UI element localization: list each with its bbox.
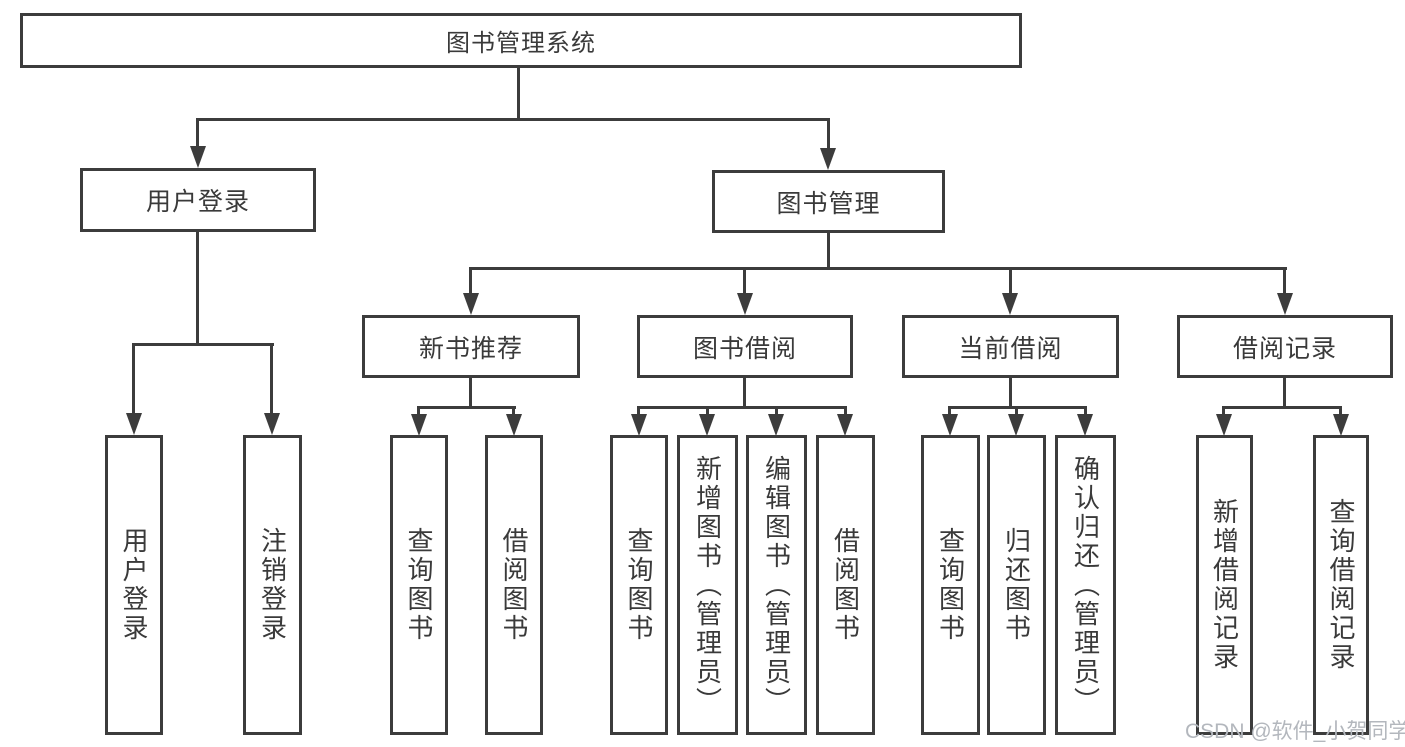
arrow-to-group-2-icon [1002,293,1018,315]
leaf-current-query: 查询图书 [921,435,980,735]
connector-group-3-stem [1283,376,1286,409]
connector-drop-g3-leaf-0 [1222,406,1225,416]
leaf-newbooks-query: 查询图书 [390,435,448,735]
connector-drop-login [196,118,199,148]
node-book-borrow: 图书借阅 [637,315,853,378]
node-user-login-label: 用户登录 [145,188,250,216]
leaf-current-confirm-admin-label: 确认归还（管理员） [1070,454,1101,716]
leaf-borrow-borrow: 借阅图书 [816,435,875,735]
connector-root-stem [517,66,520,120]
node-new-books-label: 新书推荐 [418,334,523,363]
leaf-current-confirm-admin: 确认归还（管理员） [1055,435,1116,735]
connector-drop-g1-leaf-2 [775,406,778,416]
arrow-to-g2-leaf-2-icon [1077,414,1093,436]
arrow-to-group-0-icon [463,293,479,315]
connector-root-bar [196,118,830,121]
connector-group-3-bar [1222,406,1342,409]
connector-group-1-bar [637,406,847,409]
node-current-borrow: 当前借阅 [902,315,1119,378]
connector-drop-g1-leaf-0 [637,406,640,416]
arrow-to-g2-leaf-0-icon [942,414,958,436]
connector-group-2-stem [1009,376,1012,409]
connector-group-0-bar [417,406,516,409]
arrow-to-g0-leaf-1-icon [506,414,522,436]
leaf-user-login: 用户登录 [105,435,163,735]
node-user-login: 用户登录 [80,168,316,232]
csdn-watermark: CSDN @软件_小贺同学 [1185,720,1405,743]
connector-drop-g2-leaf-2 [1084,406,1087,416]
connector-mgmt-bar [469,267,1287,270]
leaf-records-query: 查询借阅记录 [1313,435,1369,735]
leaf-newbooks-query-label: 查询图书 [404,527,434,643]
connector-drop-group-3 [1283,267,1286,293]
node-book-mgmt: 图书管理 [712,170,945,233]
node-root-label: 图书管理系统 [446,30,596,57]
arrow-to-login-icon [190,146,206,168]
arrow-to-g1-leaf-1-icon [699,414,715,436]
leaf-user-login-label: 用户登录 [119,527,149,643]
leaf-records-add-label: 新增借阅记录 [1209,498,1240,672]
connector-drop-group-1 [743,267,746,293]
connector-group-1-stem [743,376,746,409]
arrow-to-g1-leaf-3-icon [837,414,853,436]
leaf-borrow-query: 查询图书 [610,435,668,735]
arrow-to-login-child-1-icon [264,413,280,435]
arrow-to-login-child-0-icon [126,413,142,435]
leaf-current-return: 归还图书 [987,435,1046,735]
connector-drop-mgmt [827,118,830,150]
connector-drop-group-2 [1009,267,1012,293]
connector-drop-login-child-0 [132,343,135,415]
leaf-borrow-borrow-label: 借阅图书 [830,527,861,643]
node-root: 图书管理系统 [20,13,1022,68]
leaf-newbooks-borrow-label: 借阅图书 [499,527,529,643]
leaf-borrow-add-admin-label: 新增图书（管理员） [692,454,723,716]
leaf-current-query-label: 查询图书 [935,527,966,643]
arrow-to-group-1-icon [737,293,753,315]
connector-login-bar [132,343,274,346]
arrow-to-g1-leaf-2-icon [768,414,784,436]
connector-login-stem [196,230,199,346]
leaf-current-return-label: 归还图书 [1001,527,1032,643]
node-borrow-records: 借阅记录 [1177,315,1393,378]
connector-drop-g1-leaf-1 [706,406,709,416]
leaf-borrow-edit-admin-label: 编辑图书（管理员） [761,454,792,716]
connector-drop-g2-leaf-1 [1015,406,1018,416]
connector-group-0-stem [469,376,472,409]
connector-mgmt-stem [827,230,830,270]
connector-drop-g3-leaf-1 [1339,406,1342,416]
leaf-logout-label: 注销登录 [257,527,288,643]
node-book-borrow-label: 图书借阅 [692,334,797,363]
leaf-records-add: 新增借阅记录 [1196,435,1253,735]
leaf-newbooks-borrow: 借阅图书 [485,435,543,735]
arrow-to-group-3-icon [1277,293,1293,315]
connector-drop-g0-leaf-0 [417,406,420,416]
leaf-borrow-query-label: 查询图书 [624,527,654,643]
arrow-to-g0-leaf-0-icon [411,414,427,436]
connector-drop-group-0 [469,267,472,293]
leaf-records-query-label: 查询借阅记录 [1326,498,1356,672]
leaf-borrow-edit-admin: 编辑图书（管理员） [746,435,807,735]
arrow-to-g1-leaf-0-icon [631,414,647,436]
node-new-books: 新书推荐 [362,315,580,378]
connector-drop-g0-leaf-1 [512,406,515,416]
leaf-logout: 注销登录 [243,435,302,735]
node-current-borrow-label: 当前借阅 [958,334,1063,363]
connector-drop-g1-leaf-3 [844,406,847,416]
node-borrow-records-label: 借阅记录 [1232,334,1337,363]
arrow-to-g3-leaf-0-icon [1216,414,1232,436]
arrow-to-g3-leaf-1-icon [1333,414,1349,436]
arrow-to-mgmt-icon [820,148,836,170]
leaf-borrow-add-admin: 新增图书（管理员） [677,435,738,735]
node-book-mgmt-label: 图书管理 [776,189,881,218]
connector-drop-login-child-1 [270,343,273,415]
connector-drop-g2-leaf-0 [948,406,951,416]
arrow-to-g2-leaf-1-icon [1008,414,1024,436]
